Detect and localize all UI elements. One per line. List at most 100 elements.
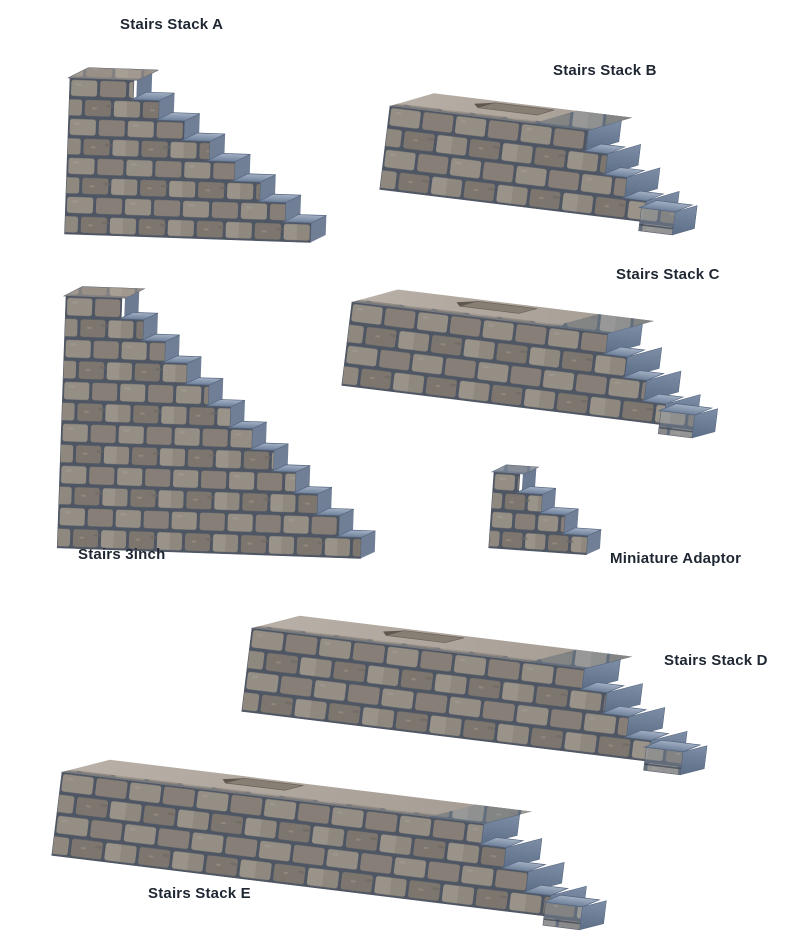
top-front-lip [352,299,617,334]
step-tread [206,399,246,408]
top-front-lip-tint [352,299,617,334]
step-tread [282,214,327,224]
stone-front-face [56,295,362,559]
step-tread [522,884,569,896]
top-right-texture-tint [552,314,654,334]
step-side-face [691,408,719,439]
top-front-lip [62,769,493,824]
slab-seam [644,763,682,770]
miniature-adaptor-render [486,456,620,565]
mini-svg [488,464,602,555]
step-side-face [604,143,641,176]
top-cap-tint [68,67,159,81]
step-side-face [672,205,698,236]
step-tread [500,860,547,872]
bottom-slab-tint [658,410,695,438]
top-right-texture-tint [532,110,633,131]
step-tread [336,529,376,538]
step-tread [516,486,557,495]
step-side-face [579,900,607,931]
smooth-top-surface [62,759,532,824]
e-svg [51,759,607,931]
b-svg [379,93,698,236]
c-svg [341,289,719,439]
step-side-face [624,167,661,199]
bottom-slab-tint [638,207,676,235]
step-tread [227,420,267,429]
step-side-face [680,745,708,776]
top-front-lip-tint [252,625,594,669]
step-tread [638,200,694,213]
step-side-face [360,530,376,559]
a-svg [64,67,327,243]
stairs-stack-c-render [341,276,732,454]
step-side-face [624,347,663,379]
top-cap-tint [492,464,539,475]
arrow-slot-icon [477,102,555,116]
step-tread [271,464,311,473]
arrow-slot-head-icon [474,102,495,108]
top-right-texture [552,314,654,334]
step-side-face [338,509,354,537]
step-tread [578,682,626,694]
arrow-slot-icon [385,630,464,644]
model-label: Stairs Stack E [148,885,251,902]
step-side-face [586,529,602,555]
step-side-face [503,838,543,869]
step-tread [621,370,665,381]
step-side-face [603,683,643,714]
step-tread [657,403,714,416]
arrow-slot-icon [459,300,537,314]
step-tread [539,506,579,516]
step-tread [181,132,226,142]
top-right-texture [532,110,633,131]
d-svg [241,615,708,776]
step-side-face [273,443,289,472]
step-side-face [208,378,224,407]
top-right-texture [528,649,633,669]
step-tread [293,486,333,495]
step-tread [601,167,646,178]
step-tread [477,837,525,849]
stairs-stack-b-render [379,82,712,251]
stairs-stack-a-render [60,62,350,259]
step-tread [623,729,670,741]
top-right-texture [428,804,532,824]
step-side-face [480,814,521,845]
model-label: Stairs Stack B [553,62,657,79]
stairs-stack-d-render [241,604,721,792]
step-tread [640,393,685,405]
step-side-face [310,215,327,243]
step-side-face [230,400,245,428]
top-right-texture-tint [528,649,633,669]
arrow-slot-icon [225,777,304,791]
step-tread [602,346,646,358]
step-side-face [525,862,565,893]
stairs-3inch-render [56,286,402,576]
step-side-face [142,313,158,341]
step-tread [232,173,276,183]
step-tread [156,112,200,122]
model-label: Stairs Stack D [664,652,768,669]
slab-seam [639,223,674,230]
step-tread [542,894,601,908]
top-right-texture-tint [428,804,532,824]
step-tread [162,355,202,364]
step-side-face [317,487,332,515]
step-tread [140,333,180,342]
step-tread [314,507,354,517]
slab-seam [658,426,693,433]
step-side-face [581,659,621,691]
step-tread [643,739,702,753]
step-tread [119,312,159,321]
step-side-face [164,334,180,363]
arrow-slot-head-icon [222,778,244,783]
model-label: Stairs Stack C [616,266,720,283]
step-side-face [295,465,311,494]
top-front-lip-tint [62,769,493,824]
step-side-face [186,356,202,385]
slab-seam [543,918,581,925]
step-tread [249,442,289,451]
step-side-face [585,120,622,152]
